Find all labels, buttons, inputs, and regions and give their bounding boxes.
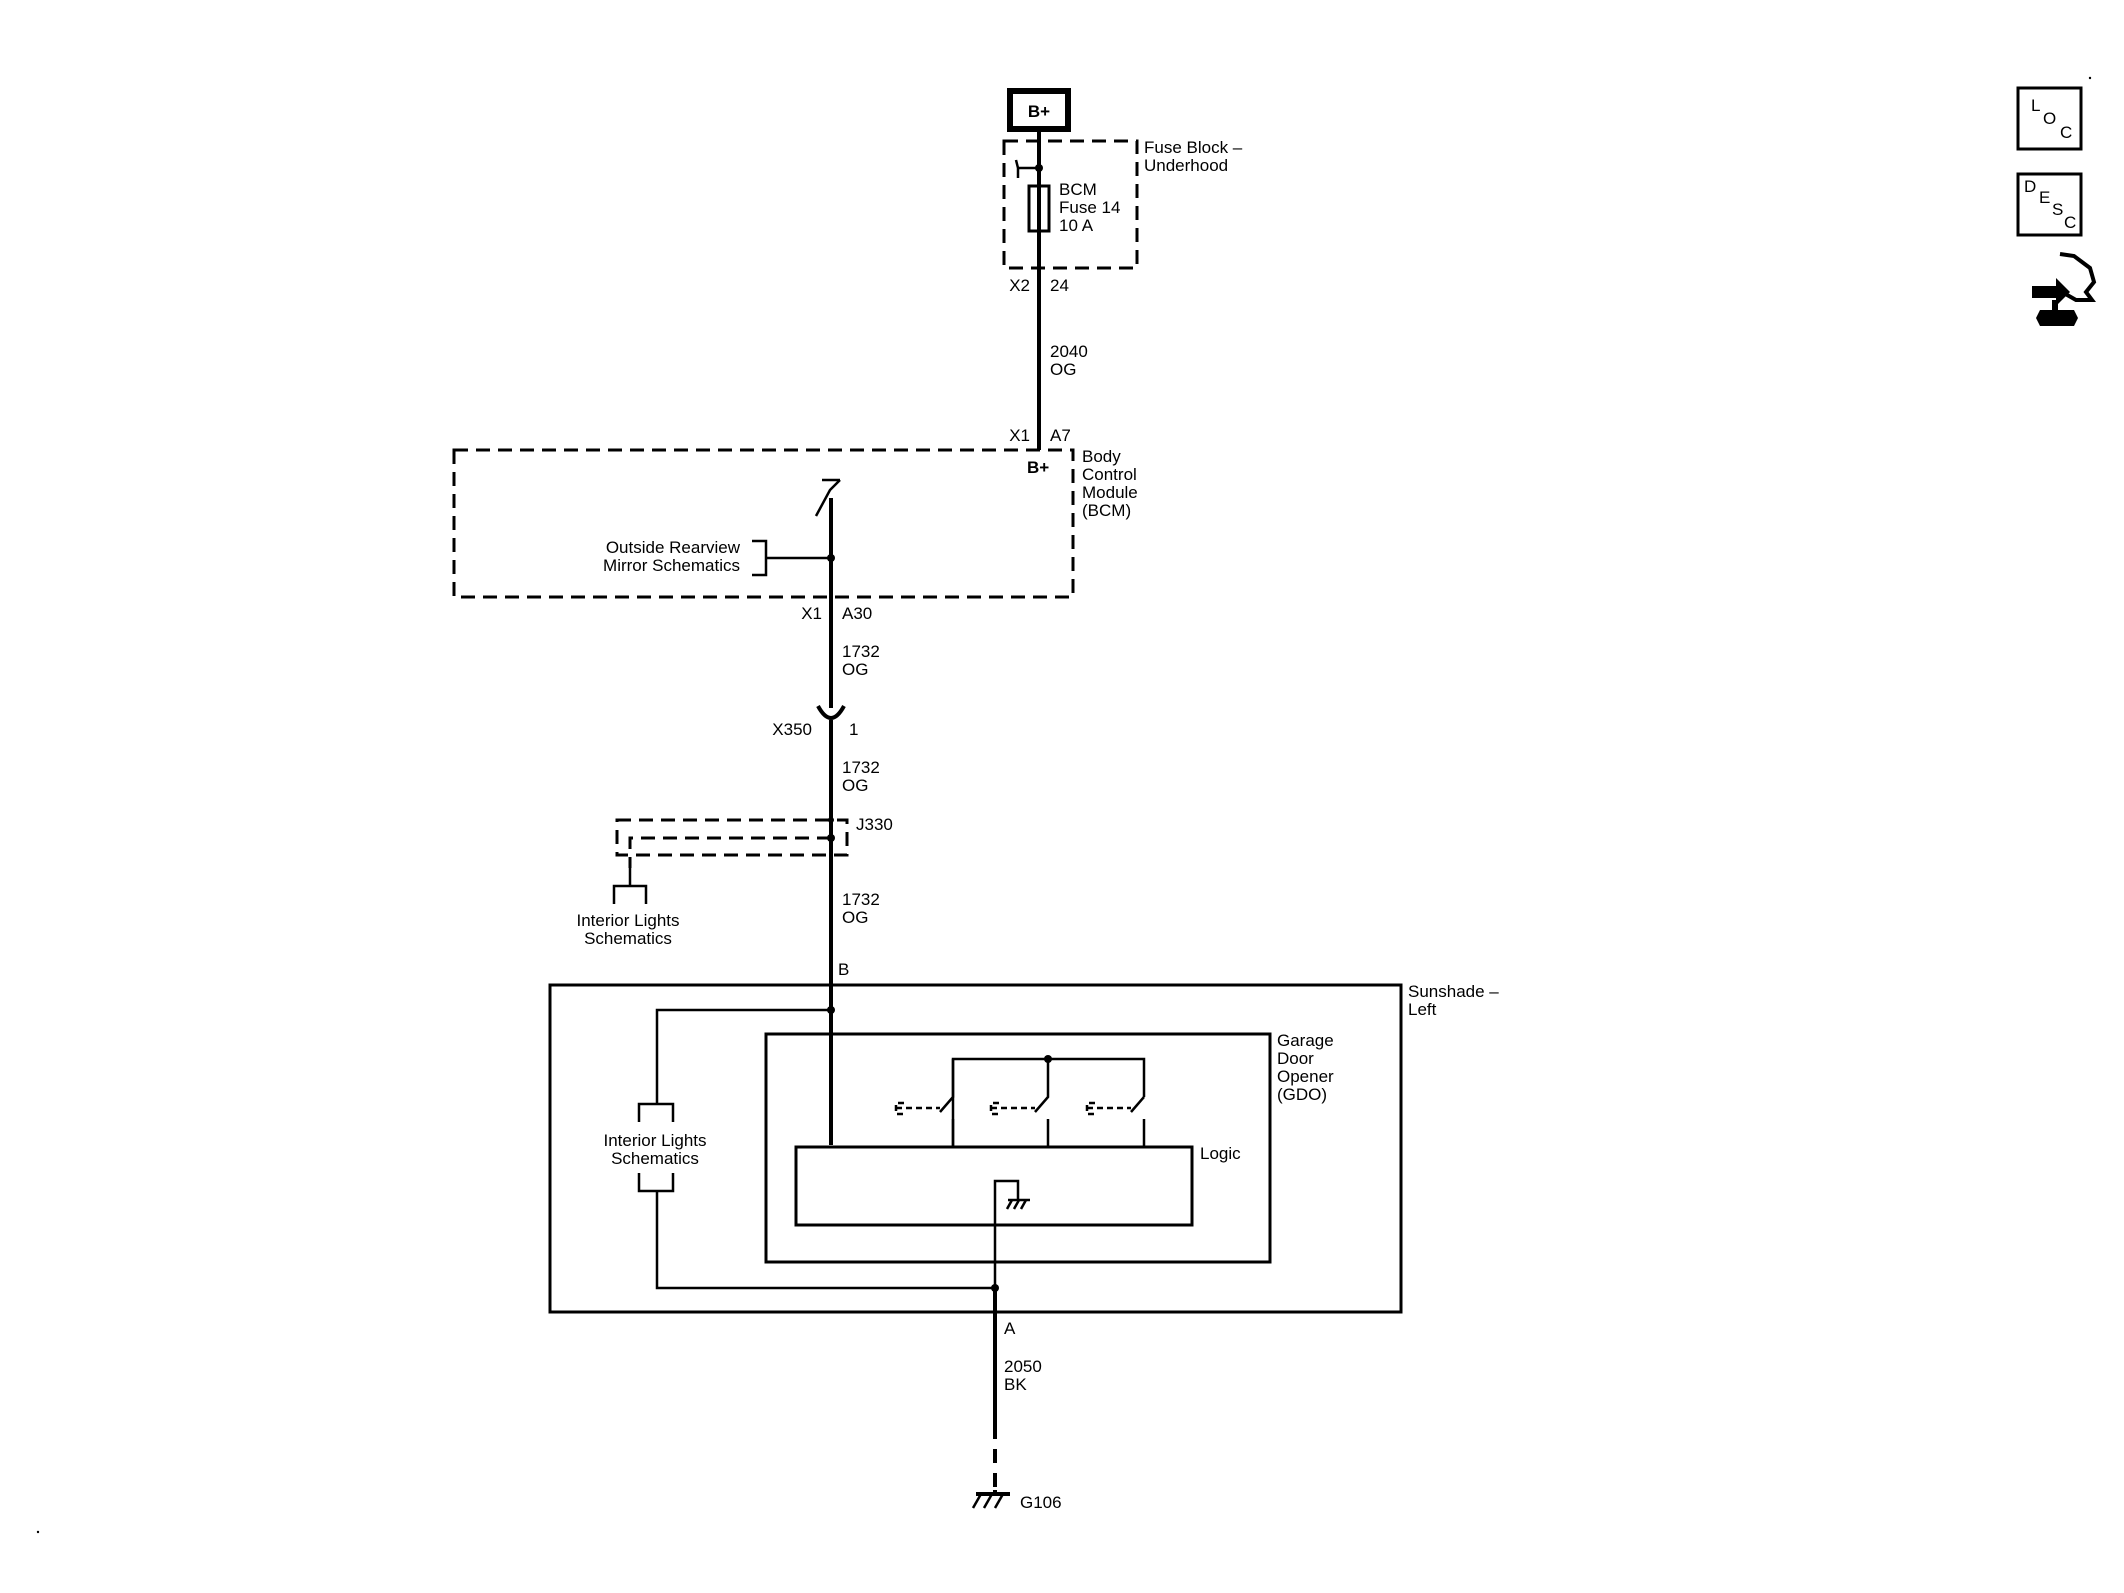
bcm-branch-label-1: Outside Rearview — [606, 538, 741, 557]
bcm-name-4: (BCM) — [1082, 501, 1131, 520]
svg-text:C: C — [2060, 123, 2072, 142]
bcm-name-1: Body — [1082, 447, 1121, 466]
gdo-logic-label: Logic — [1200, 1144, 1241, 1163]
wire-1732-c-color: OG — [842, 908, 868, 927]
garage-door-opener: Garage Door Opener (GDO) Logic — [764, 1031, 1334, 1288]
ground-g106: G106 — [971, 1490, 1062, 1512]
wire-1732-b: 1732 OG — [829, 720, 880, 838]
wire-2040-circuit: 2040 — [1050, 342, 1088, 361]
bcm-pin-bottom: A30 — [842, 604, 872, 623]
bcm-connector-bottom: X1 — [801, 604, 822, 623]
inline-connector-name: X350 — [772, 720, 812, 739]
fuse-block-name-2: Underhood — [1144, 156, 1228, 175]
gdo-name-1: Garage — [1277, 1031, 1334, 1050]
power-label: B+ — [1028, 102, 1050, 121]
wire-1732-b-color: OG — [842, 776, 868, 795]
wire-1732-a-color: OG — [842, 660, 868, 679]
body-control-module: X1 A7 B+ Body Control Module (BCM) Outsi… — [452, 426, 1138, 623]
fuse-block-name: Fuse Block – — [1144, 138, 1243, 157]
fuse-block-underhood: Fuse Block – Underhood BCM Fuse 14 10 A … — [1002, 129, 1243, 295]
fuse-number: Fuse 14 — [1059, 198, 1120, 217]
connector-tool-icon[interactable] — [2032, 252, 2097, 326]
sunshade-name-2: Left — [1408, 1000, 1437, 1019]
bcm-input-label: B+ — [1027, 458, 1049, 477]
splice-branch-label-2: Schematics — [584, 929, 672, 948]
svg-text:O: O — [2043, 109, 2056, 128]
wire-1732-a: 1732 OG — [829, 597, 880, 708]
ground-name: G106 — [1020, 1493, 1062, 1512]
wire-1732-c-circuit: 1732 — [842, 890, 880, 909]
loc-icon[interactable]: L O C — [2016, 86, 2083, 151]
fuse-label: BCM — [1059, 180, 1097, 199]
wire-2050: 2050 BK — [993, 1312, 1042, 1490]
sunshade-pin-b: B — [838, 960, 849, 979]
inline-connector-pin: 1 — [849, 720, 858, 739]
gdo-internal-ground-icon — [1005, 1198, 1030, 1210]
bcm-name-2: Control — [1082, 465, 1137, 484]
gdo-button-switch-2 — [989, 1059, 1050, 1147]
gdo-name-2: Door — [1277, 1049, 1314, 1068]
gdo-name-4: (GDO) — [1277, 1085, 1327, 1104]
sunshade-name-1: Sunshade – — [1408, 982, 1499, 1001]
wire-1732-b-circuit: 1732 — [842, 758, 880, 777]
sunshade-branch-label-2: Schematics — [611, 1149, 699, 1168]
gdo-button-switch-3 — [1085, 1096, 1146, 1147]
svg-text:D: D — [2024, 177, 2036, 196]
bcm-internal-switch — [814, 478, 841, 517]
wire-1732-a-circuit: 1732 — [842, 642, 880, 661]
wire-2040: 2040 OG — [1037, 231, 1088, 450]
svg-text:S: S — [2052, 200, 2063, 219]
wire-2050-circuit: 2050 — [1004, 1357, 1042, 1376]
bcm-branch-label-2: Mirror Schematics — [603, 556, 740, 575]
battery-power-source: B+ — [1007, 88, 1071, 132]
svg-text:E: E — [2039, 188, 2050, 207]
splice-j330: J330 Interior Lights Schematics — [577, 815, 893, 948]
bcm-pin-top: A7 — [1050, 426, 1071, 445]
svg-text:L: L — [2031, 96, 2040, 115]
wire-2050-color: BK — [1004, 1375, 1027, 1394]
ground-icon — [971, 1492, 1010, 1509]
sunshade-left: B Sunshade – Left Interior Lights Schema… — [548, 960, 1499, 1338]
svg-text:C: C — [2064, 213, 2076, 232]
fuse-block-connector: X2 — [1009, 276, 1030, 295]
desc-icon[interactable]: D E S C — [2016, 172, 2083, 237]
splice-name: J330 — [856, 815, 893, 834]
sunshade-pin-a: A — [1004, 1319, 1016, 1338]
wire-2040-color: OG — [1050, 360, 1076, 379]
gdo-button-switch-1 — [894, 1059, 955, 1147]
bcm-name-3: Module — [1082, 483, 1138, 502]
sunshade-branch-label-1: Interior Lights — [604, 1131, 707, 1150]
inline-connector-x350: X350 1 — [772, 704, 858, 739]
bcm-connector-top: X1 — [1009, 426, 1030, 445]
wire-1732-c: 1732 OG — [829, 838, 880, 985]
splice-branch-label-1: Interior Lights — [577, 911, 680, 930]
fuse-rating: 10 A — [1059, 216, 1094, 235]
fuse-block-pin: 24 — [1050, 276, 1069, 295]
gdo-name-3: Opener — [1277, 1067, 1334, 1086]
